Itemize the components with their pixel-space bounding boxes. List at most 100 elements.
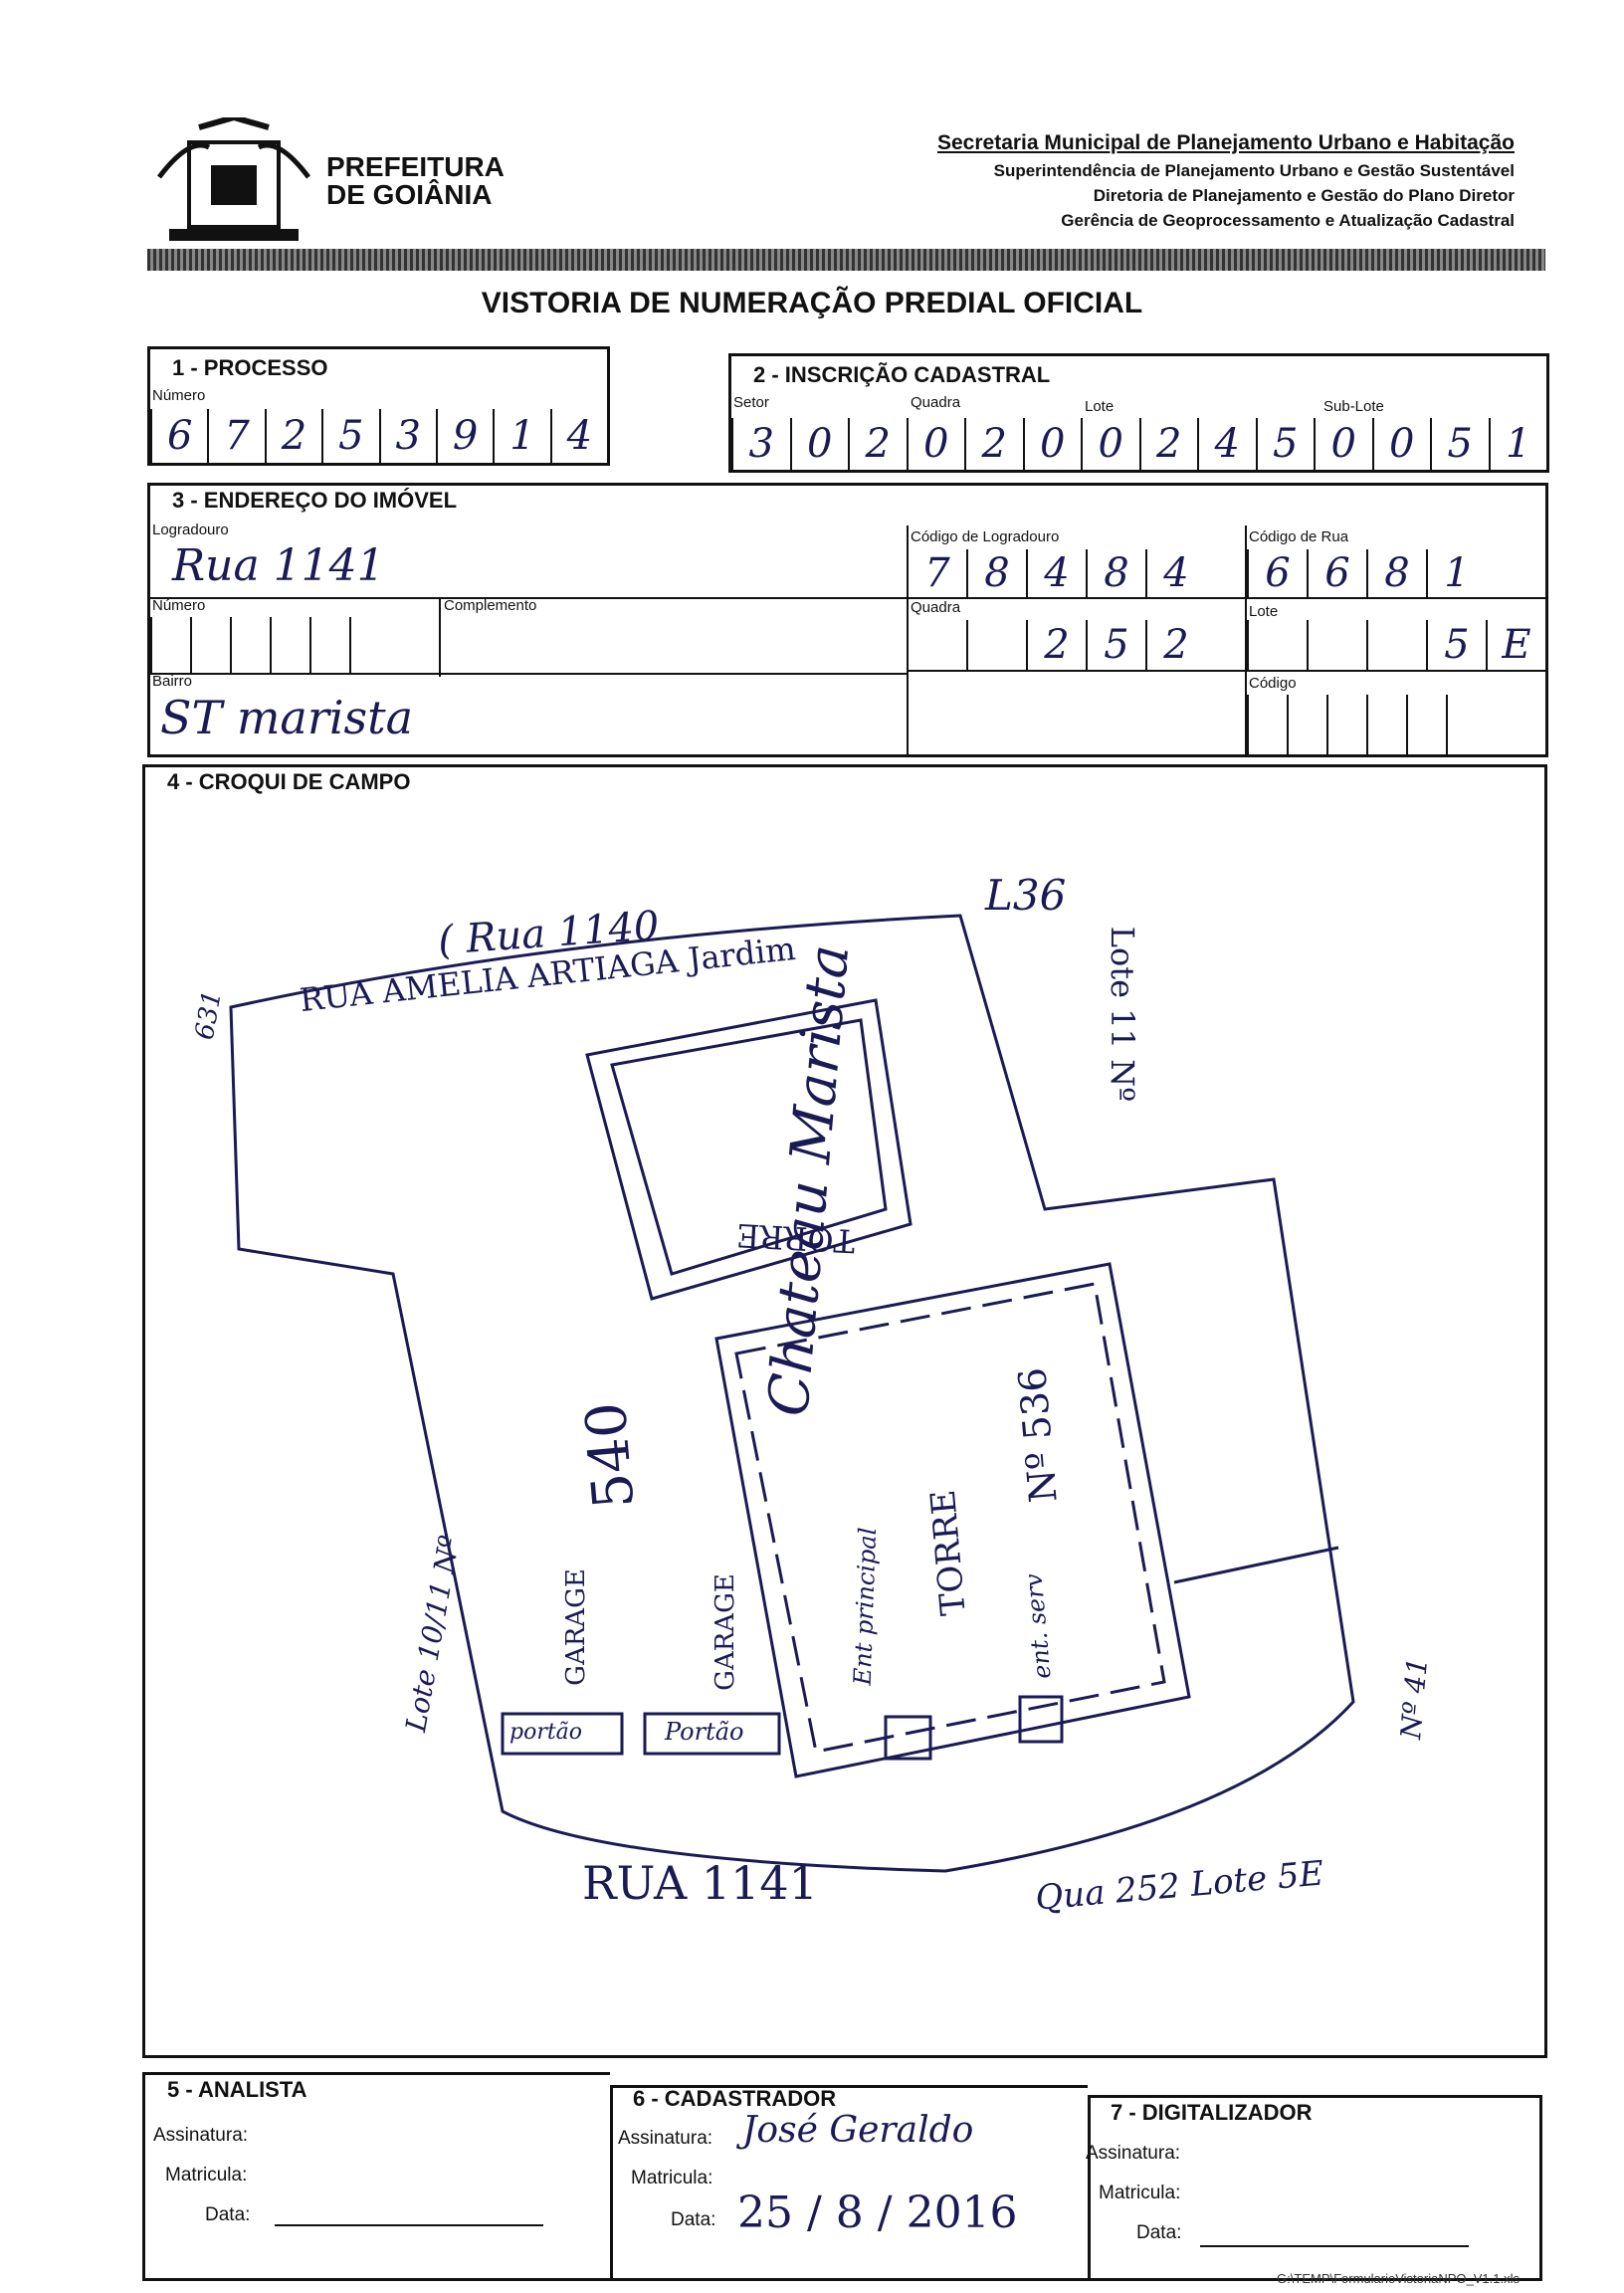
digit-cell[interactable]: 1 (1488, 418, 1547, 470)
logradouro-label: Logradouro (152, 521, 229, 538)
codigo-rua-label: Código de Rua (1249, 528, 1349, 545)
lote-label: Lote (1085, 398, 1115, 415)
cadastrador-title: 6 - CADASTRADOR (633, 2086, 837, 2111)
digit-cell[interactable]: E (1486, 620, 1545, 670)
digit-cell[interactable]: 1 (1426, 549, 1486, 597)
ent-principal: Ent principal (848, 1527, 883, 1686)
right-note: Lote 11 Nº (1104, 926, 1142, 1103)
coat-of-arms-icon (157, 117, 310, 241)
inscricao-box: 2 - INSCRIÇÃO CADASTRAL Setor Quadra Lot… (728, 353, 1549, 473)
digit-cell[interactable]: 2 (264, 409, 321, 463)
digit-cell[interactable]: 5 (1430, 418, 1489, 470)
digit-cell[interactable] (1325, 695, 1366, 754)
digit-cell[interactable]: 4 (1145, 549, 1205, 597)
digit-cell[interactable] (907, 620, 966, 670)
codigo-label: Código (1249, 675, 1297, 692)
digit-cell[interactable]: 2 (848, 418, 907, 470)
footer-path: G:\TEMP\FormularioVistoriaNPO_V1.1.xls (1277, 2271, 1520, 2286)
digit-cell[interactable]: 1 (493, 409, 549, 463)
digit-cell[interactable]: 6 (1307, 549, 1366, 597)
bottom-street: RUA 1141 (582, 1856, 818, 1910)
inscricao-title: 2 - INSCRIÇÃO CADASTRAL (753, 362, 1051, 387)
codigo-digits[interactable] (1247, 695, 1486, 754)
quadra-end-label: Quadra (911, 599, 961, 616)
croqui-box: 4 - CROQUI DE CAMPO (142, 764, 1547, 2058)
digit-cell[interactable]: 4 (1026, 549, 1086, 597)
digit-cell[interactable]: 0 (906, 418, 965, 470)
digitalizador-data-label: Data: (1136, 2222, 1182, 2243)
digit-cell[interactable] (1365, 695, 1406, 754)
digit-cell[interactable]: 8 (1086, 549, 1145, 597)
digit-cell[interactable]: 2 (1145, 620, 1205, 670)
digit-cell[interactable] (150, 617, 190, 673)
numero-label: Número (152, 597, 206, 614)
digit-cell[interactable] (1307, 620, 1366, 670)
quadra-label: Quadra (911, 394, 961, 411)
digitalizador-data-field[interactable] (1200, 2245, 1469, 2247)
setor-label: Setor (733, 394, 769, 411)
digit-cell[interactable] (229, 617, 270, 673)
digit-cell[interactable]: 4 (1197, 418, 1256, 470)
digit-cell[interactable]: 8 (1366, 549, 1426, 597)
digit-cell[interactable]: 8 (966, 549, 1026, 597)
secretaria-title: Secretaria Municipal de Planejamento Urb… (936, 131, 1515, 154)
digit-cell[interactable] (966, 620, 1026, 670)
digit-cell[interactable] (1286, 695, 1326, 754)
analista-title: 5 - ANALISTA (167, 2077, 307, 2102)
analista-matricula-label: Matricula: (165, 2165, 248, 2186)
form-title: VISTORIA DE NUMERAÇÃO PREDIAL OFICIAL (481, 287, 1143, 319)
digit-cell[interactable] (1366, 620, 1426, 670)
digit-cell[interactable]: 5 (1086, 620, 1145, 670)
digit-cell[interactable]: 5 (1426, 620, 1486, 670)
header-divider (147, 249, 1545, 271)
digit-cell[interactable]: 7 (207, 409, 264, 463)
cadastrador-matricula-label: Matricula: (631, 2168, 713, 2189)
digit-cell[interactable]: 0 (1022, 418, 1082, 470)
digit-cell[interactable]: 5 (321, 409, 378, 463)
digit-cell[interactable] (189, 617, 230, 673)
cadastrador-data-value[interactable]: 25 / 8 / 2016 (737, 2188, 1018, 2238)
digit-cell[interactable]: 0 (1314, 418, 1372, 470)
digit-cell[interactable] (348, 617, 389, 673)
numero-digits[interactable] (150, 617, 389, 673)
garage-number: 540 (573, 1399, 648, 1512)
cadastrador-signature[interactable]: José Geraldo (742, 2110, 974, 2151)
digit-cell[interactable] (1247, 620, 1307, 670)
digit-cell[interactable]: 4 (549, 409, 607, 463)
cadastrador-data-label: Data: (671, 2209, 716, 2230)
digit-cell[interactable] (1405, 695, 1446, 754)
bairro-value[interactable]: ST marista (160, 691, 414, 744)
digit-cell[interactable]: 2 (1026, 620, 1086, 670)
digit-cell[interactable]: 5 (1255, 418, 1315, 470)
digit-cell[interactable]: 0 (789, 418, 849, 470)
digit-cell[interactable]: 2 (964, 418, 1023, 470)
digit-cell[interactable] (1247, 695, 1287, 754)
complemento-label: Complemento (444, 597, 537, 614)
digit-cell[interactable]: 2 (1138, 418, 1198, 470)
bairro-label: Bairro (152, 673, 193, 690)
digit-cell[interactable]: 3 (731, 418, 790, 470)
digit-cell[interactable] (308, 617, 349, 673)
digit-cell[interactable] (1445, 695, 1486, 754)
sublote-label: Sub-Lote (1323, 398, 1384, 415)
digit-cell[interactable]: 7 (907, 549, 966, 597)
digitalizador-title: 7 - DIGITALIZADOR (1111, 2100, 1313, 2125)
digit-cell[interactable]: 0 (1081, 418, 1139, 470)
digit-cell[interactable]: 6 (1247, 549, 1307, 597)
digit-cell[interactable] (269, 617, 309, 673)
logradouro-value[interactable]: Rua 1141 (172, 540, 385, 591)
analista-data-label: Data: (205, 2204, 251, 2225)
digit-cell[interactable]: 0 (1371, 418, 1431, 470)
digit-cell[interactable]: 6 (150, 409, 207, 463)
digit-cell[interactable]: 3 (378, 409, 436, 463)
analista-data-field[interactable] (275, 2224, 543, 2226)
digit-cell[interactable]: 9 (435, 409, 493, 463)
logo-text-1: PREFEITURA (326, 151, 505, 182)
